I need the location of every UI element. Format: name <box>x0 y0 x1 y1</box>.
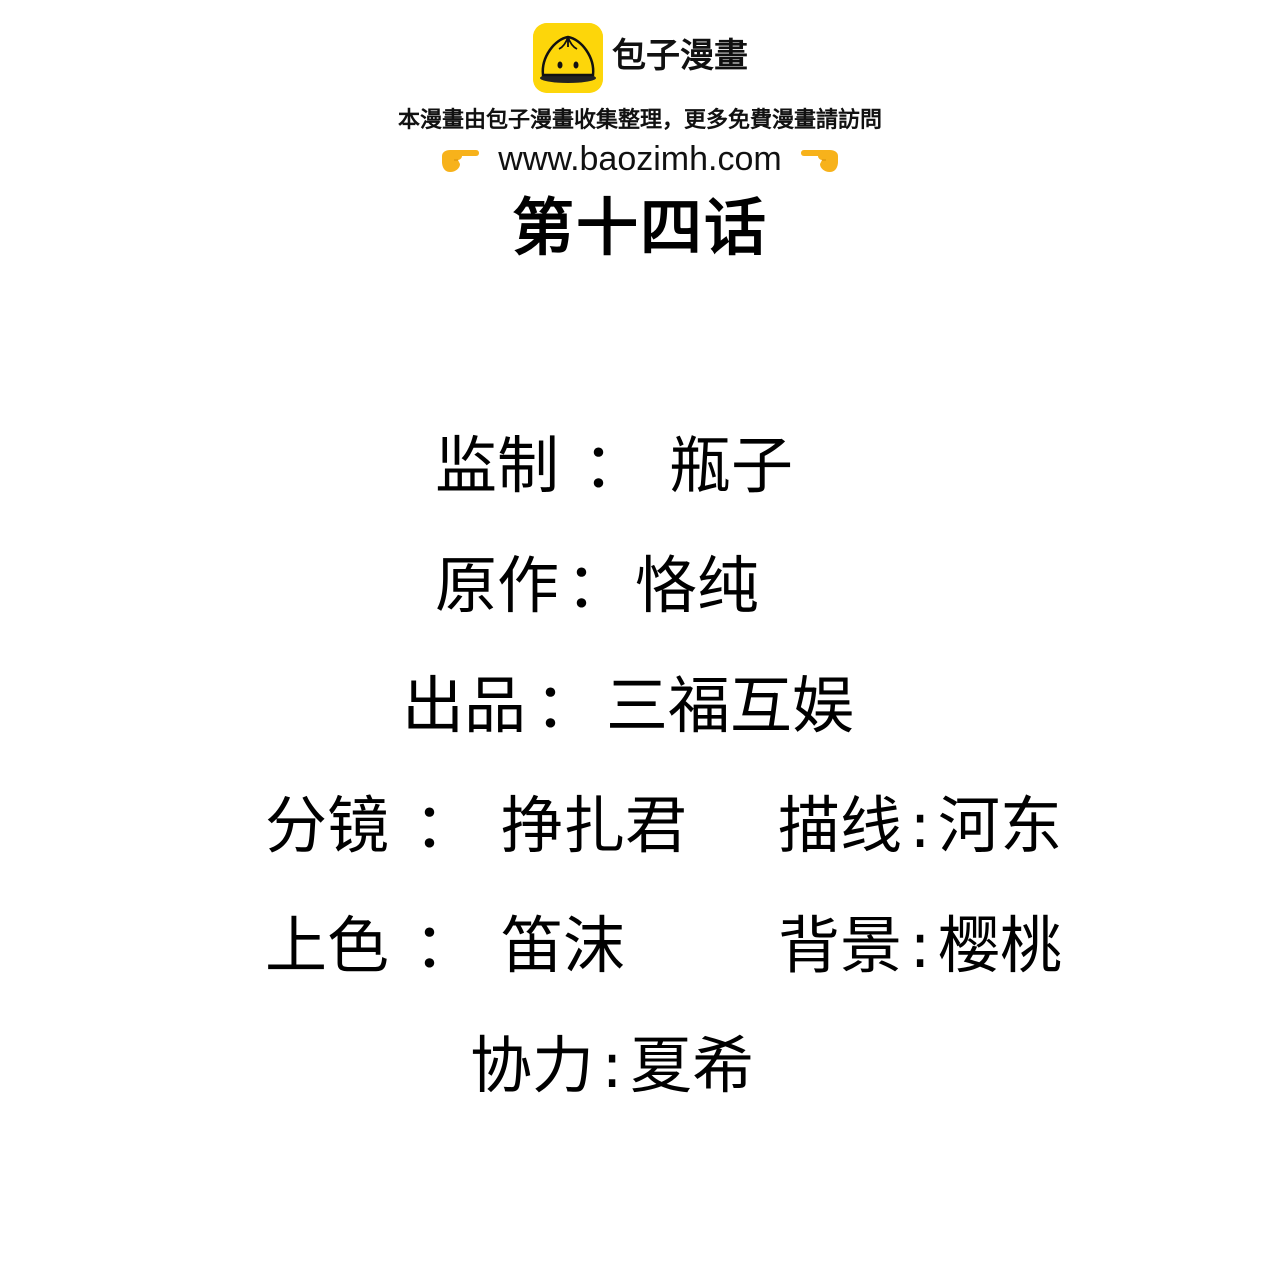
credit-label: 描线 <box>778 789 903 862</box>
credit-value: 夏希 <box>630 1029 755 1102</box>
credit-colon: ： <box>535 669 598 742</box>
credit-value: 樱桃 <box>938 909 1063 982</box>
watermark-notice: 本漫畫由包子漫畫收集整理，更多免費漫畫請訪問 <box>397 108 882 133</box>
credit-colon: : <box>909 789 931 862</box>
brand-name: 包子漫畫 <box>612 36 748 76</box>
pointing-left-hand-icon <box>800 150 838 172</box>
credit-colon: ： <box>414 789 477 862</box>
credit-background: 背景:樱桃 <box>778 908 1062 984</box>
watermark-url-row: www.baozimh.com <box>0 140 1280 178</box>
credit-value: 瓶子 <box>669 429 794 502</box>
credit-value: 恪纯 <box>635 549 760 622</box>
credit-producer: 出品：三福互娱 <box>402 668 854 744</box>
credit-lineart: 描线:河东 <box>778 788 1062 864</box>
credit-assist: 协力:夏希 <box>470 1028 754 1104</box>
credit-storyboard: 分镜 ： 挣扎君 <box>265 788 687 864</box>
credit-value: 笛沫 <box>501 909 626 982</box>
credit-colon: ： <box>414 909 477 982</box>
credit-colon: ： <box>583 429 646 502</box>
credit-value: 三福互娱 <box>606 669 855 742</box>
credit-colon: ： <box>566 549 629 622</box>
credit-label: 原作 <box>435 549 560 622</box>
credit-original: 原作：恪纯 <box>435 548 759 624</box>
credit-colon: : <box>909 909 931 982</box>
credit-label: 协力 <box>470 1029 595 1102</box>
credit-label: 出品 <box>402 669 527 742</box>
steamed-bun-mascot-icon <box>533 23 603 93</box>
credit-value: 河东 <box>938 789 1063 862</box>
credit-colon: : <box>601 1029 623 1102</box>
chapter-title: 第十四话 <box>511 191 768 264</box>
credit-coloring: 上色 ： 笛沫 <box>265 908 625 984</box>
credit-label: 监制 <box>435 429 560 502</box>
site-url-link[interactable]: www.baozimh.com <box>498 140 782 178</box>
credit-label: 上色 <box>265 909 390 982</box>
credit-label: 分镜 <box>265 789 390 862</box>
pointing-right-hand-icon <box>442 150 480 172</box>
credit-label: 背景 <box>778 909 903 982</box>
credit-supervisor: 监制 ： 瓶子 <box>435 428 793 504</box>
brand-logo <box>533 23 603 93</box>
credit-value: 挣扎君 <box>501 789 688 862</box>
